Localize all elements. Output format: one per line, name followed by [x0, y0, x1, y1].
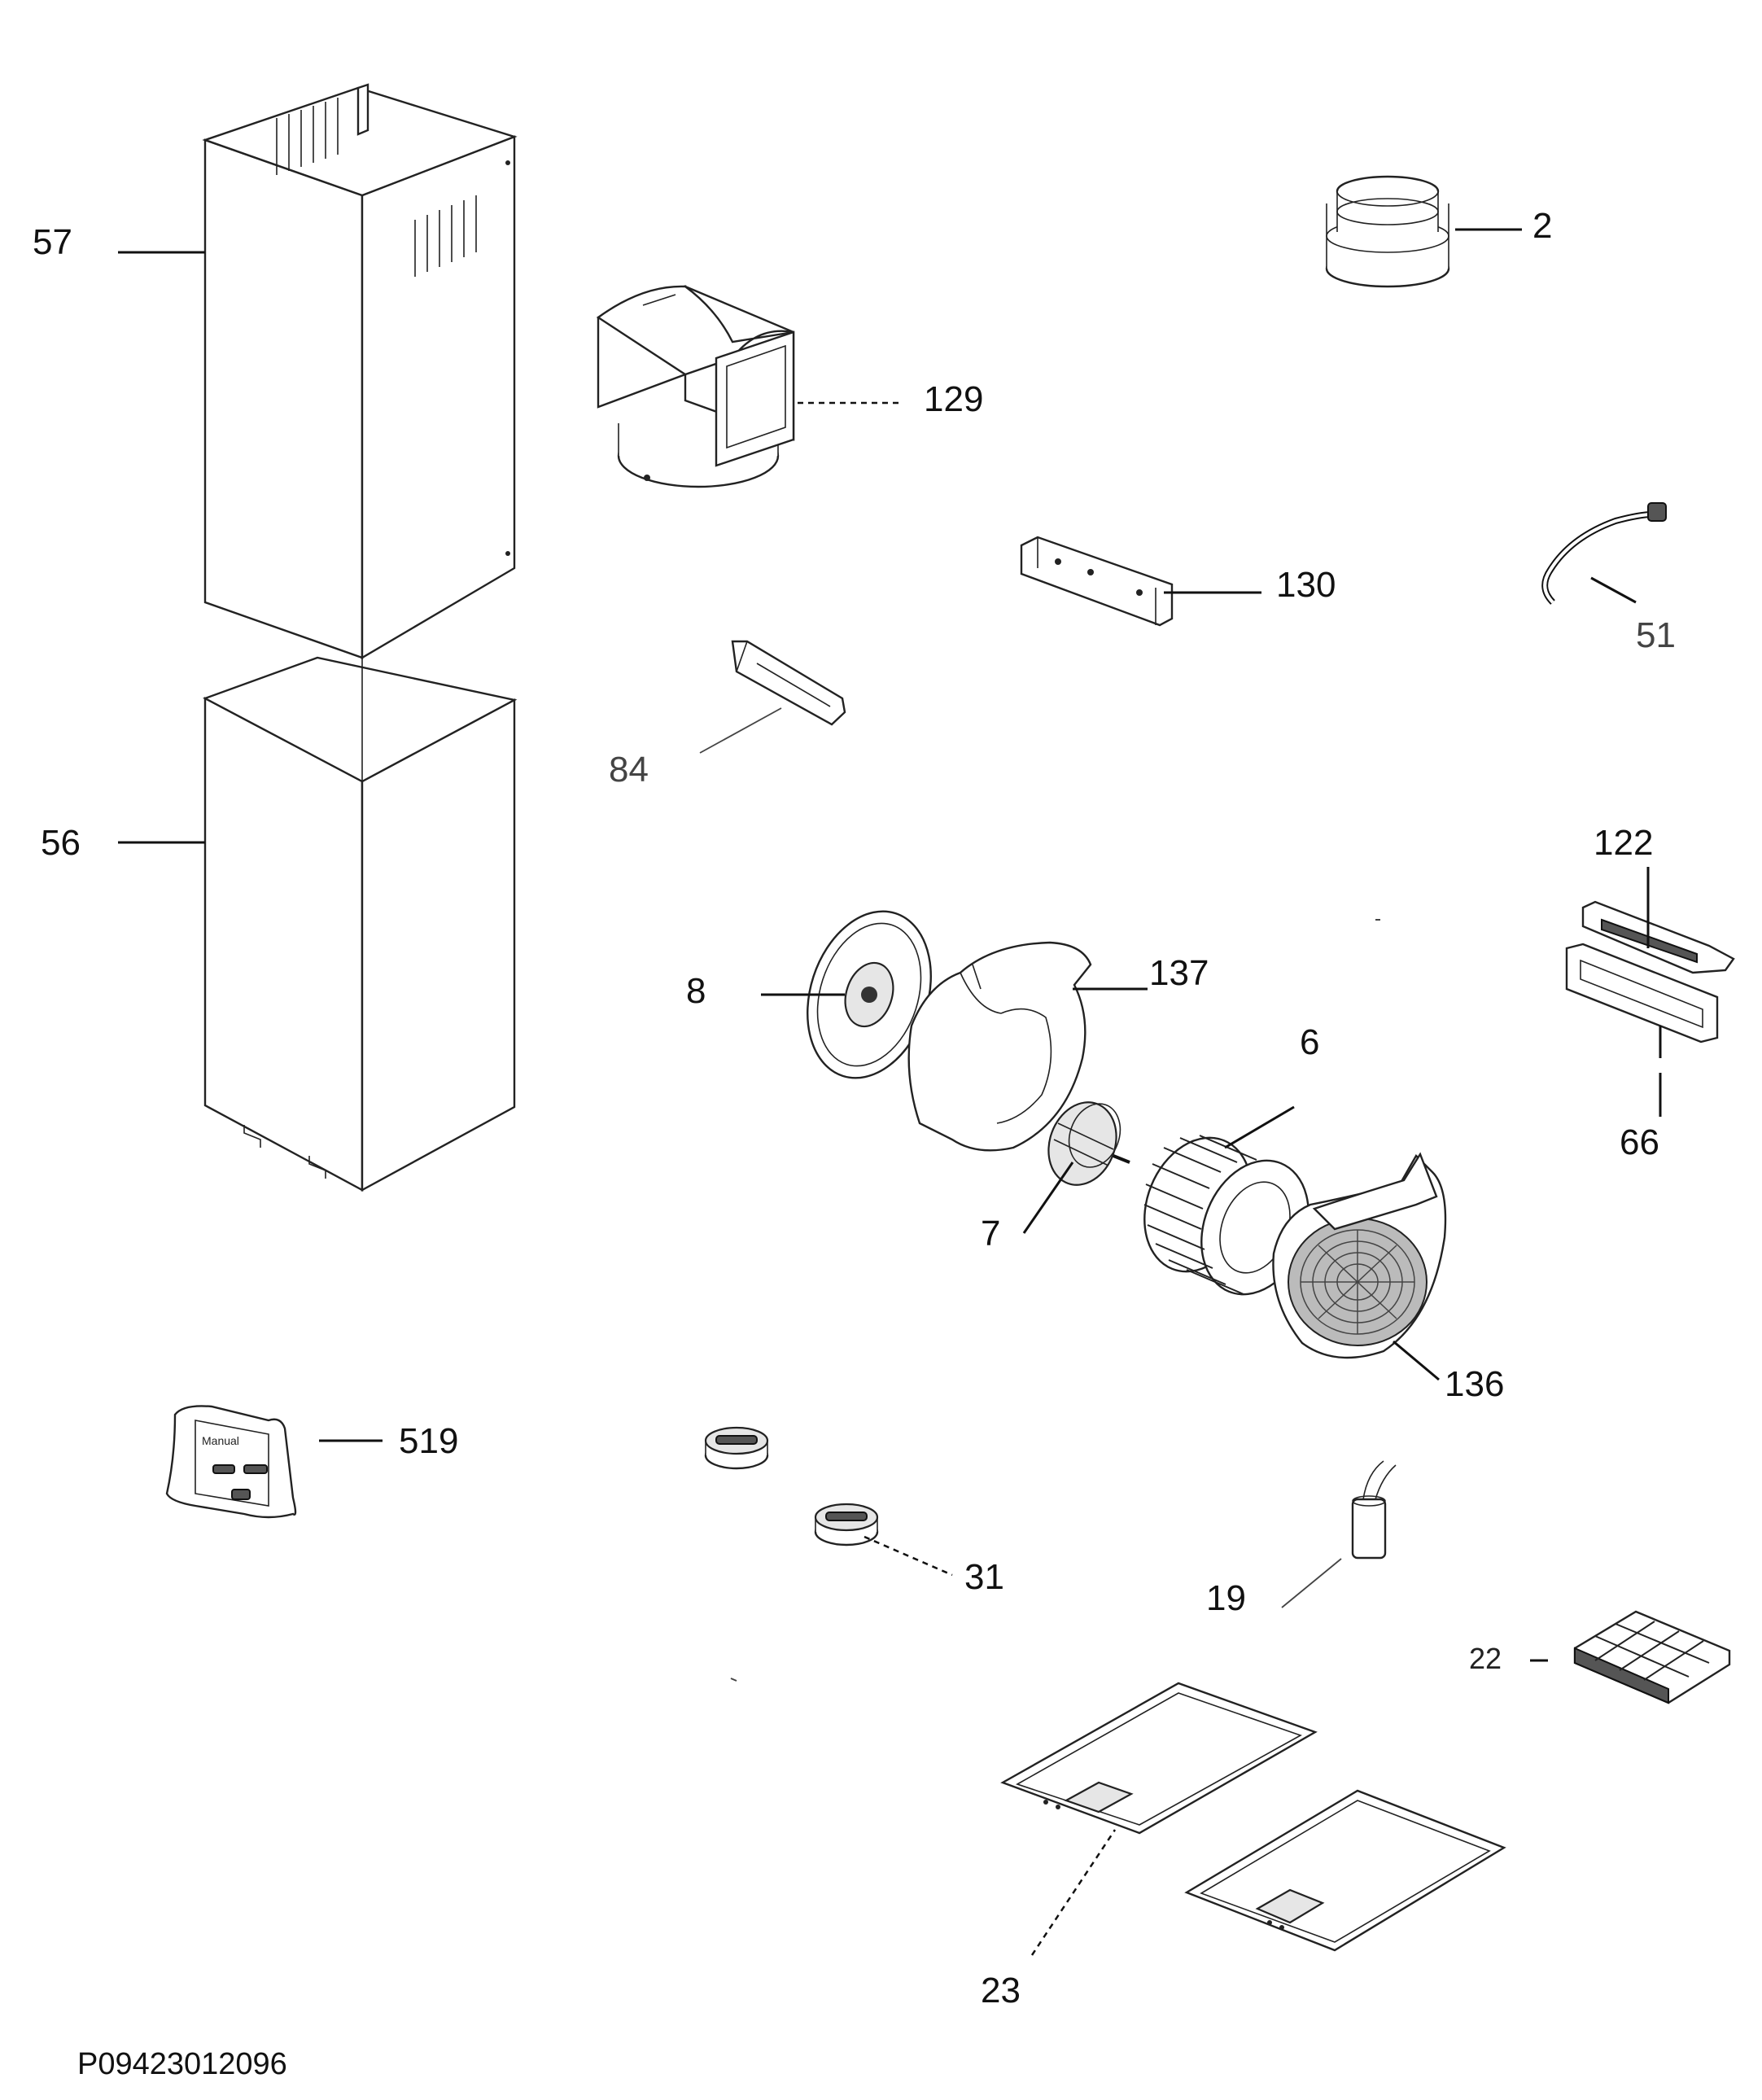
- part-7-motor: [1047, 1101, 1130, 1186]
- label-31: 31: [964, 1557, 1004, 1597]
- manual-label: Manual: [202, 1434, 239, 1447]
- part-129-air-deflector: [596, 285, 795, 488]
- part-130-bracket: [1020, 536, 1174, 627]
- leader-136: [1393, 1340, 1440, 1381]
- vent-slots-right: [414, 195, 477, 277]
- part-31-knob-b: [814, 1503, 879, 1547]
- document-id: P09423012096: [77, 2047, 287, 2081]
- label-122: 122: [1594, 823, 1653, 863]
- part-23-grease-filter-b: [1184, 1789, 1506, 1952]
- label-137: 137: [1149, 953, 1209, 993]
- part-137-blower-housing-front: [907, 941, 1092, 1152]
- part-51-cable: [1541, 502, 1667, 605]
- part-519-accessory-bag: Manual: [165, 1405, 297, 1519]
- label-22: 22: [1469, 1642, 1502, 1675]
- leader-31: [864, 1535, 953, 1577]
- part-8-motor-plate: [807, 910, 932, 1079]
- vent-slots-left: [276, 98, 339, 175]
- part-57-upper-chimney: [202, 83, 518, 660]
- part-136-blower-housing-rear: [1272, 1152, 1447, 1359]
- part-84-clip: [731, 640, 846, 726]
- label-136: 136: [1445, 1364, 1504, 1404]
- label-19: 19: [1206, 1578, 1246, 1618]
- label-57: 57: [33, 222, 72, 262]
- label-6: 6: [1300, 1022, 1319, 1062]
- leader-84: [699, 707, 782, 754]
- part-number-labels: 57 56 129 2 130 51 84 122 66 8 137 6 7 1…: [33, 206, 1676, 2010]
- label-8: 8: [686, 971, 706, 1011]
- part-6-fan-wheel: [1143, 1135, 1309, 1296]
- part-22-carbon-filter: [1573, 1610, 1731, 1704]
- label-23: 23: [981, 1971, 1021, 2010]
- leader-7: [1022, 1162, 1074, 1234]
- label-7: 7: [981, 1214, 1000, 1253]
- part-56-lower-chimney: [203, 656, 518, 1192]
- part-19-capacitor: [1351, 1460, 1397, 1560]
- label-129: 129: [924, 379, 983, 419]
- leader-lines: [118, 228, 1662, 1956]
- label-84: 84: [609, 750, 649, 790]
- part-66-light-panel: [1565, 943, 1719, 1043]
- part-23-grease-filter-a: [1000, 1682, 1318, 1835]
- leader-6: [1224, 1105, 1295, 1149]
- label-130: 130: [1276, 565, 1336, 605]
- leader-51: [1590, 576, 1637, 604]
- label-66: 66: [1620, 1122, 1659, 1162]
- leader-19: [1281, 1558, 1342, 1608]
- label-2: 2: [1532, 206, 1552, 246]
- label-56: 56: [41, 823, 81, 863]
- part-31-knob-a: [704, 1426, 769, 1470]
- leader-23: [1030, 1829, 1117, 1956]
- part-2-duct-connector: [1325, 175, 1450, 288]
- label-51: 51: [1636, 615, 1676, 655]
- label-519: 519: [399, 1421, 458, 1461]
